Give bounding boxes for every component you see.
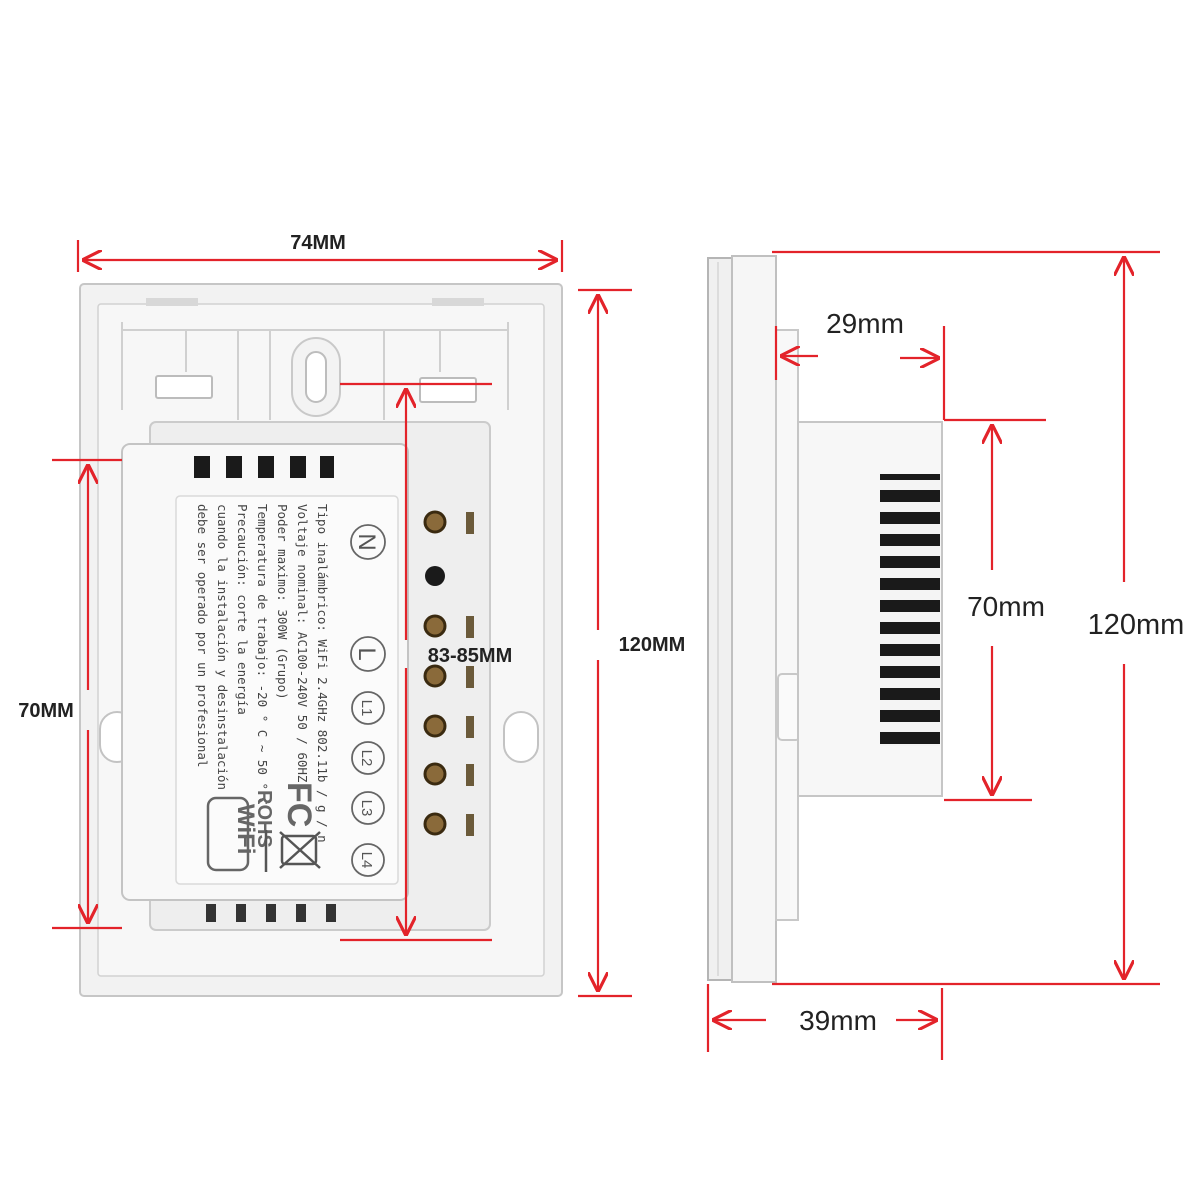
dim-label-29mm: 29mm (826, 308, 904, 339)
screw-l3 (423, 762, 447, 786)
terminal-circle-n (350, 524, 386, 560)
terminal-label-l4: L4 (358, 852, 375, 869)
clip-left (155, 375, 213, 399)
side-back-housing (775, 329, 799, 921)
wifi-logo: WiFi (206, 796, 259, 872)
dim-label-70mm-back: 70MM (18, 700, 74, 722)
spec-label (175, 495, 399, 885)
rohs-logo: ROHS (253, 790, 275, 848)
spec-line-5: Precaución: corte la energía (235, 504, 250, 715)
terminal-circle-l2 (351, 741, 385, 775)
dim-label-74mm: 74MM (290, 232, 346, 254)
dim-label-39mm: 39mm (799, 1005, 877, 1036)
svg-text:WiFi: WiFi (232, 804, 259, 854)
spec-line-4: Temperatura de trabajo: -20 ° C ~ 50 ° C (255, 504, 270, 805)
dim-label-120mm-side: 120mm (1088, 609, 1185, 641)
terminal-label-l: L (353, 647, 380, 660)
svg-text:ROHS: ROHS (253, 790, 275, 848)
top-tab-left (146, 298, 198, 306)
screw-l1 (423, 664, 447, 688)
side-clip (777, 673, 801, 741)
mount-hole-right (503, 711, 539, 763)
spec-line-3: Poder maximo: 300W (Grupo) (275, 504, 290, 700)
terminal-label-l2: L2 (358, 750, 375, 767)
dim-label-70mm-side: 70mm (967, 591, 1045, 622)
side-frame (731, 255, 777, 983)
screw-hole (425, 566, 445, 586)
top-ribs (121, 322, 509, 420)
dimension-lines (52, 240, 1160, 1060)
spec-line-2: Voltaje nominal: AC100-240V 50 / 60HZ (295, 504, 310, 783)
keyhole-inner (305, 351, 327, 403)
spec-line-1: Tipo inalámbrico: WiFi 2.4GHz 802.11b / … (315, 504, 330, 843)
side-faceplate (707, 257, 733, 981)
terminal-clamps (466, 512, 474, 836)
terminal-labels: N L L1 L2 L3 L4 (350, 524, 386, 877)
screw-l2 (423, 714, 447, 738)
terminal-screws (423, 510, 447, 836)
top-tab-right (432, 298, 484, 306)
weee-bin-icon (264, 830, 321, 872)
dim-label-83-85mm: 83-85MM (428, 645, 512, 667)
spec-line-6: cuando la instalación y desinstalación (215, 504, 230, 790)
screw-l4 (423, 812, 447, 836)
terminal-label-l1: L1 (358, 700, 375, 717)
side-view (707, 255, 943, 983)
top-slots (194, 456, 334, 478)
back-view: Tipo inalámbrico: WiFi 2.4GHz 802.11b / … (79, 283, 563, 997)
terminal-circle-l4 (351, 843, 385, 877)
terminal-circle-l1 (351, 691, 385, 725)
terminal-label-n: N (353, 533, 380, 550)
dim-label-120mm-back: 120MM (619, 634, 686, 656)
terminal-label-l3: L3 (358, 800, 375, 817)
clip-right (419, 377, 477, 403)
spec-text-block: Tipo inalámbrico: WiFi 2.4GHz 802.11b / … (195, 504, 330, 843)
svg-text:FC: FC (280, 782, 318, 827)
terminal-circle-l (350, 636, 386, 672)
screw-l (423, 614, 447, 638)
side-vent-grille (880, 474, 940, 746)
screw-n (423, 510, 447, 534)
spec-line-7: debe ser operado por un profesional (195, 504, 210, 767)
terminal-circle-l3 (351, 791, 385, 825)
fcc-logo: FC (280, 782, 318, 827)
bottom-notches (206, 904, 336, 922)
